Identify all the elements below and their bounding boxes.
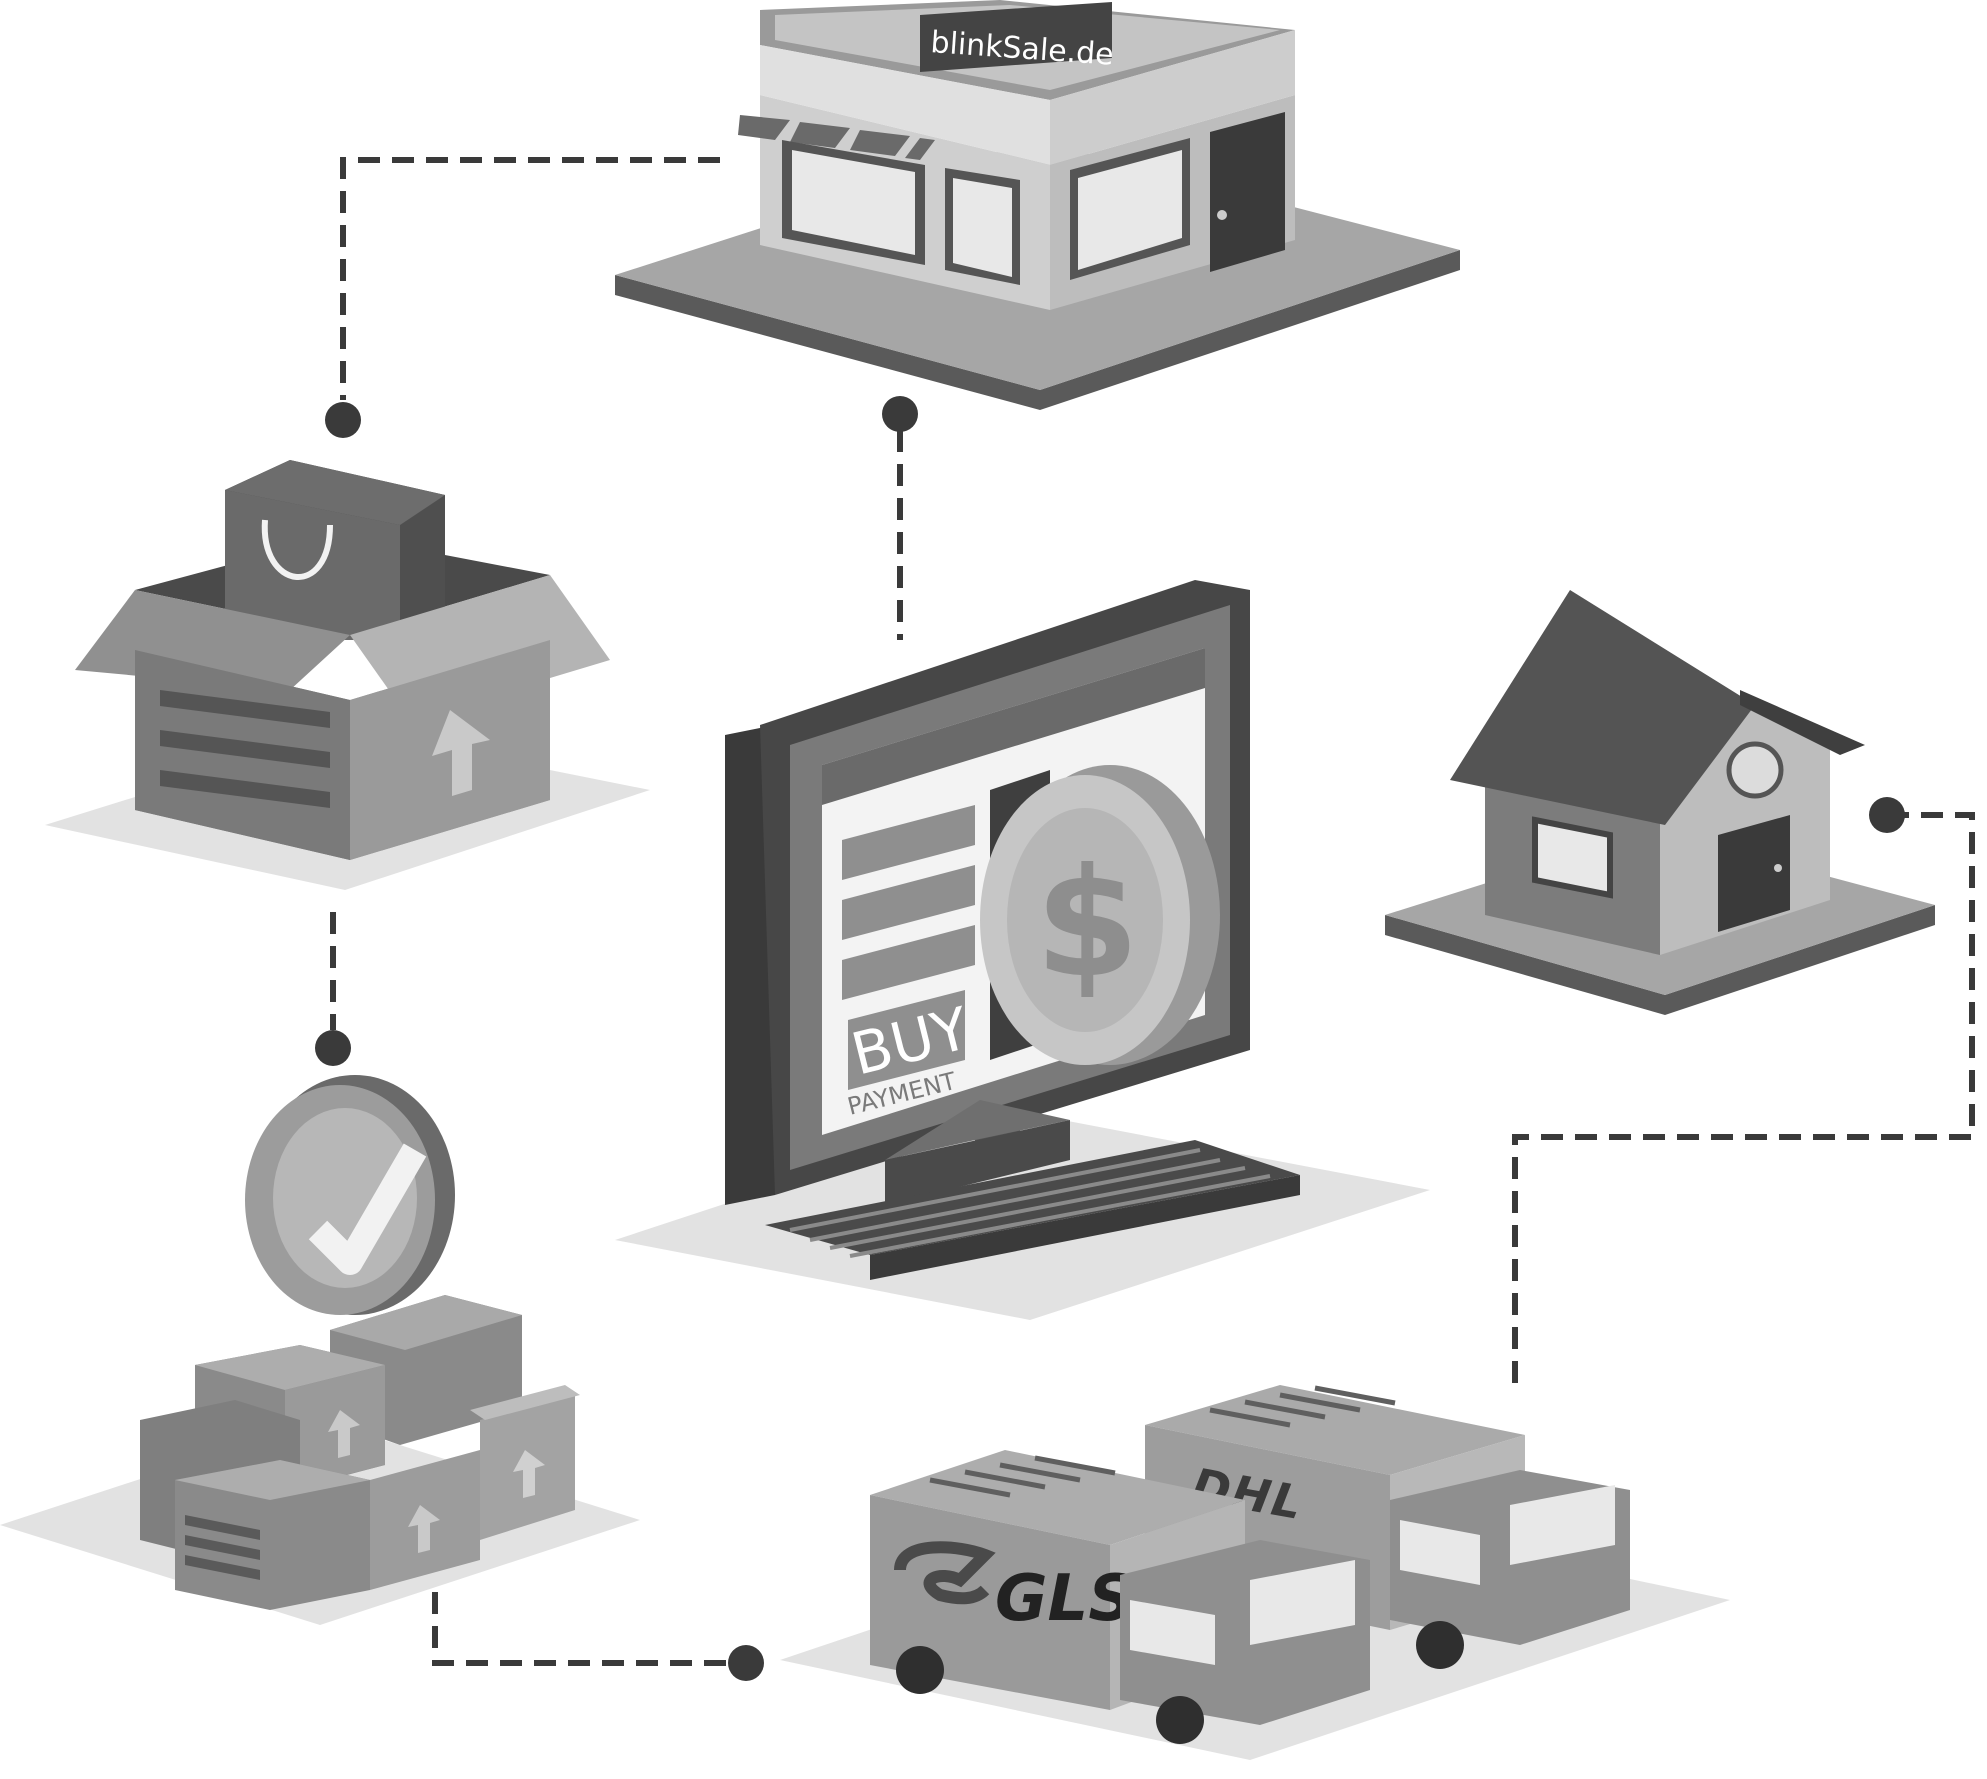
shopping-box-icon — [45, 460, 650, 890]
store-sign-board — [920, 2, 1112, 72]
house-window — [1532, 816, 1613, 899]
package-stack-icon — [140, 1295, 580, 1610]
store-door — [1210, 112, 1285, 272]
house-roof-right — [1740, 690, 1865, 755]
connector-dot-store — [882, 396, 918, 432]
keyboard-keys — [789, 1148, 1271, 1258]
store-icon: blinkSale.de — [615, 0, 1460, 410]
box-label-lines — [160, 690, 330, 808]
monitor-side — [725, 725, 775, 1205]
package-arrow-icon-3 — [513, 1450, 545, 1498]
house-roof — [1450, 590, 1755, 825]
buy-button — [848, 990, 965, 1090]
box-arrow-icon — [432, 710, 490, 796]
dhl-wheel — [1416, 1621, 1464, 1669]
trucks-group: DHL GLS — [780, 1385, 1730, 1760]
gls-wheel-rear — [896, 1646, 944, 1694]
checkmark — [308, 1143, 427, 1275]
house-base-side — [1385, 905, 1935, 1015]
connector-dot-stack — [315, 1030, 351, 1066]
house-round-window — [1726, 741, 1784, 799]
house-door — [1718, 815, 1790, 932]
gls-side-window — [1130, 1600, 1215, 1665]
package-stack-group — [0, 1075, 640, 1625]
connector-stack-to-trucks — [432, 1592, 740, 1666]
package-arrow-icon — [328, 1410, 360, 1458]
connectors — [330, 157, 1975, 1666]
gls-logo: GLS — [995, 1562, 1134, 1636]
package-arrow-icon-2 — [408, 1505, 440, 1553]
connector-store-to-box — [340, 157, 720, 400]
gls-truck-icon: GLS — [870, 1450, 1370, 1744]
checkmark-badge-icon — [245, 1075, 455, 1315]
monitor-stand-base-top — [885, 1100, 1070, 1160]
gls-roof-vents — [929, 1455, 1116, 1498]
gls-swoosh-icon — [894, 1541, 996, 1605]
screen-header-bar — [822, 648, 1205, 805]
store-door-knob — [1217, 210, 1227, 220]
connector-dot-house — [1869, 797, 1905, 833]
connector-dots — [315, 396, 1905, 1681]
coin-currency-symbol: $ — [1035, 837, 1139, 1011]
keyboard-side — [870, 1175, 1300, 1280]
computer-icon: BUY PAYMENT $ — [615, 580, 1430, 1320]
connector-dot-trucks — [728, 1645, 764, 1681]
dhl-side-window — [1400, 1520, 1480, 1585]
dhl-cab-window — [1510, 1485, 1615, 1565]
store-base-side — [615, 250, 1460, 410]
awning-icon — [738, 115, 935, 160]
connector-dot-box — [325, 402, 361, 438]
gls-wheel-front — [1156, 1696, 1204, 1744]
screen-form-fields — [842, 805, 975, 1000]
package-label-lines — [185, 1515, 260, 1580]
store-front-band — [760, 45, 1050, 165]
gls-cab-window — [1250, 1560, 1355, 1645]
dhl-roof-vents — [1209, 1385, 1396, 1428]
store-windows — [782, 138, 1190, 285]
bag-icon — [225, 460, 445, 640]
coin-icon: $ — [980, 765, 1220, 1065]
house-door-knob — [1774, 864, 1782, 872]
monitor-stand-base — [885, 1120, 1070, 1205]
house-icon — [1385, 590, 1935, 1015]
store-right-band — [1050, 30, 1295, 165]
